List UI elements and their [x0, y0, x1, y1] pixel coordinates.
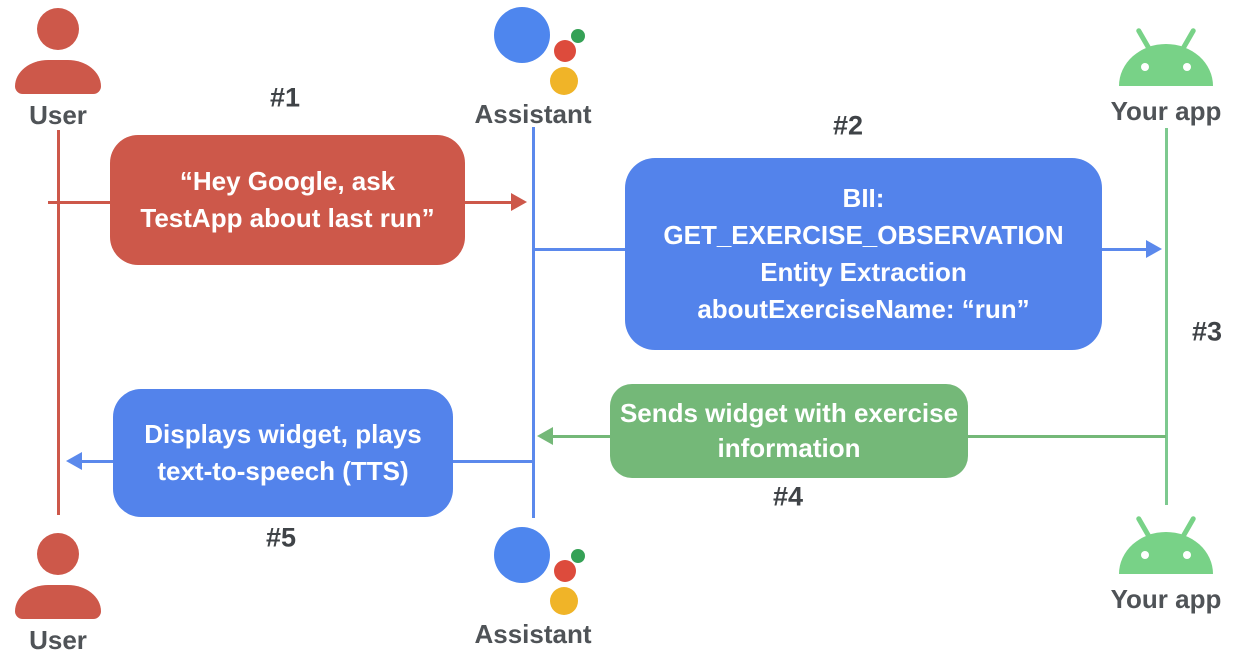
actor-assistant-bottom: Assistant [470, 525, 596, 650]
actor-app-bottom: Your app [1104, 512, 1228, 615]
message2-arrowhead-icon [1146, 240, 1162, 258]
android-eye-right [1183, 63, 1191, 71]
message2-line2: GET_EXERCISE_OBSERVATION [663, 220, 1064, 250]
message5-box: Displays widget, plays text-to-speech (T… [113, 389, 453, 517]
message4-line2: information [717, 433, 861, 463]
google-assistant-icon [478, 525, 588, 615]
user-icon-torso [15, 585, 101, 619]
message1-box: “Hey Google, ask TestApp about last run” [110, 135, 465, 265]
android-dome [1119, 532, 1213, 574]
android-dome [1119, 44, 1213, 86]
assistant-blue-dot-icon [494, 527, 550, 583]
message2-line4: aboutExerciseName: “run” [697, 294, 1030, 324]
message1-arrowhead-icon [511, 193, 527, 211]
app-lifeline [1165, 128, 1168, 505]
actor-app-bottom-label: Your app [1110, 584, 1222, 614]
user-icon-head [37, 533, 79, 575]
user-icon-torso [15, 60, 101, 94]
step-label-4: #4 [772, 481, 804, 512]
assistant-yellow-dot-icon [550, 587, 578, 615]
step-label-3: #3 [1191, 316, 1223, 347]
message5-arrowhead-icon [66, 452, 82, 470]
actor-assistant-top-label: Assistant [474, 99, 592, 129]
android-icon [1119, 24, 1213, 86]
actor-user-bottom-label: User [29, 625, 87, 655]
message2-line3: Entity Extraction [760, 257, 967, 287]
assistant-lifeline [532, 127, 535, 518]
message1-line1: “Hey Google, ask [179, 166, 396, 196]
user-icon [15, 533, 101, 619]
user-icon-head [37, 8, 79, 50]
step-label-5: #5 [265, 522, 297, 553]
step-label-1: #1 [269, 82, 301, 113]
user-icon [15, 8, 101, 94]
assistant-green-dot-icon [571, 29, 585, 43]
message4-arrowhead-icon [537, 427, 553, 445]
message2-box: BII: GET_EXERCISE_OBSERVATION Entity Ext… [625, 158, 1102, 350]
message2-line1: BII: [842, 183, 885, 213]
user-lifeline [57, 130, 60, 515]
actor-user-bottom: User [8, 533, 108, 656]
actor-user-top-label: User [29, 100, 87, 130]
actor-app-top: Your app [1104, 24, 1228, 127]
message4-line1: Sends widget with exercise [619, 398, 959, 428]
actor-assistant-top: Assistant [470, 5, 596, 130]
actor-app-top-label: Your app [1110, 96, 1222, 126]
message1-line2: TestApp about last run” [140, 203, 435, 233]
message4-box: Sends widget with exercise information [610, 384, 968, 478]
assistant-yellow-dot-icon [550, 67, 578, 95]
message5-line1: Displays widget, plays [144, 419, 422, 449]
actor-user-top: User [8, 8, 108, 131]
assistant-green-dot-icon [571, 549, 585, 563]
assistant-red-dot-icon [554, 560, 576, 582]
android-eye-left [1141, 551, 1149, 559]
android-eye-right [1183, 551, 1191, 559]
step-label-2: #2 [832, 110, 864, 141]
actor-assistant-bottom-label: Assistant [474, 619, 592, 649]
android-eye-left [1141, 63, 1149, 71]
assistant-blue-dot-icon [494, 7, 550, 63]
android-icon [1119, 512, 1213, 574]
assistant-red-dot-icon [554, 40, 576, 62]
message5-line2: text-to-speech (TTS) [157, 456, 409, 486]
google-assistant-icon [478, 5, 588, 95]
